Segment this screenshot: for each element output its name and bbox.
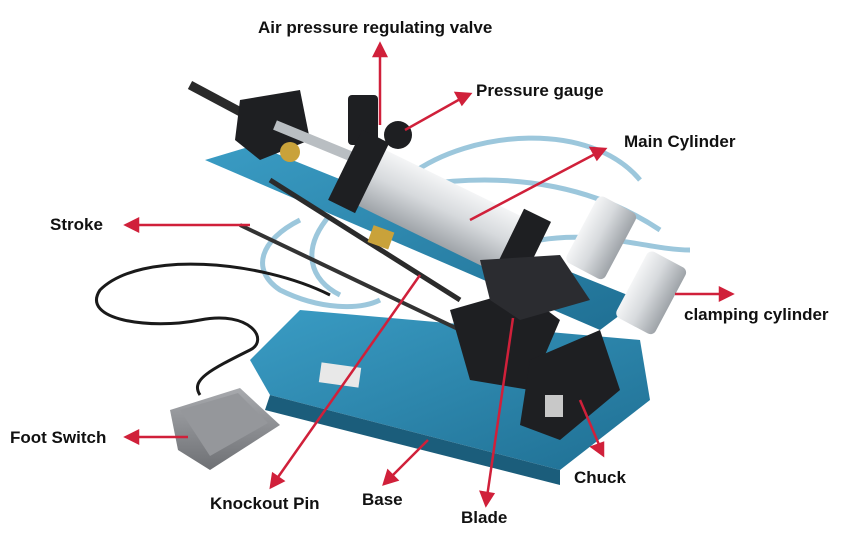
arrow-main-cylinder (469, 146, 608, 222)
pressure-gauge-dial (384, 121, 412, 149)
arrow-pressure-gauge (404, 91, 473, 132)
base-nameplate (318, 362, 362, 388)
arrow-foot-switch (123, 428, 188, 446)
base-front (265, 395, 560, 485)
brass-fitting-front (367, 225, 395, 250)
arrow-air-valve (371, 41, 389, 125)
clamping-cylinder-2 (616, 251, 687, 335)
arrow-blade (479, 317, 515, 508)
arrow-chuck (578, 399, 605, 458)
regulating-valve (348, 95, 378, 145)
label-chuck: Chuck (574, 468, 626, 487)
front-block (480, 255, 590, 320)
label-foot-switch: Foot Switch (10, 428, 107, 447)
label-base: Base (362, 490, 403, 509)
label-air-pressure-regulating-valve: Air pressure regulating valve (258, 18, 493, 37)
guide-rod-top (273, 120, 362, 165)
label-pressure-gauge: Pressure gauge (476, 81, 604, 100)
arrow-stroke (123, 216, 250, 234)
air-hoses (260, 135, 691, 309)
guide-rod-low (268, 177, 462, 303)
foot-switch-cable (95, 262, 331, 396)
arrow-clamping-cylinder (675, 285, 735, 303)
arrow-knockout-pin (269, 274, 422, 490)
label-blade: Blade (461, 508, 508, 527)
label-knockout-pin: Knockout Pin (210, 494, 320, 513)
label-main-cylinder: Main Cylinder (624, 132, 736, 151)
chuck-jaw (545, 395, 563, 417)
arrow-base (382, 439, 429, 486)
callout-arrows (123, 41, 735, 508)
knockout-rod (239, 223, 461, 332)
label-clamping-cylinder: clamping cylinder (684, 305, 829, 324)
clamping-cylinder-1 (566, 196, 637, 280)
foot-switch-pad (180, 393, 268, 456)
label-stroke: Stroke (50, 215, 103, 234)
brass-fitting-rear (280, 142, 300, 162)
